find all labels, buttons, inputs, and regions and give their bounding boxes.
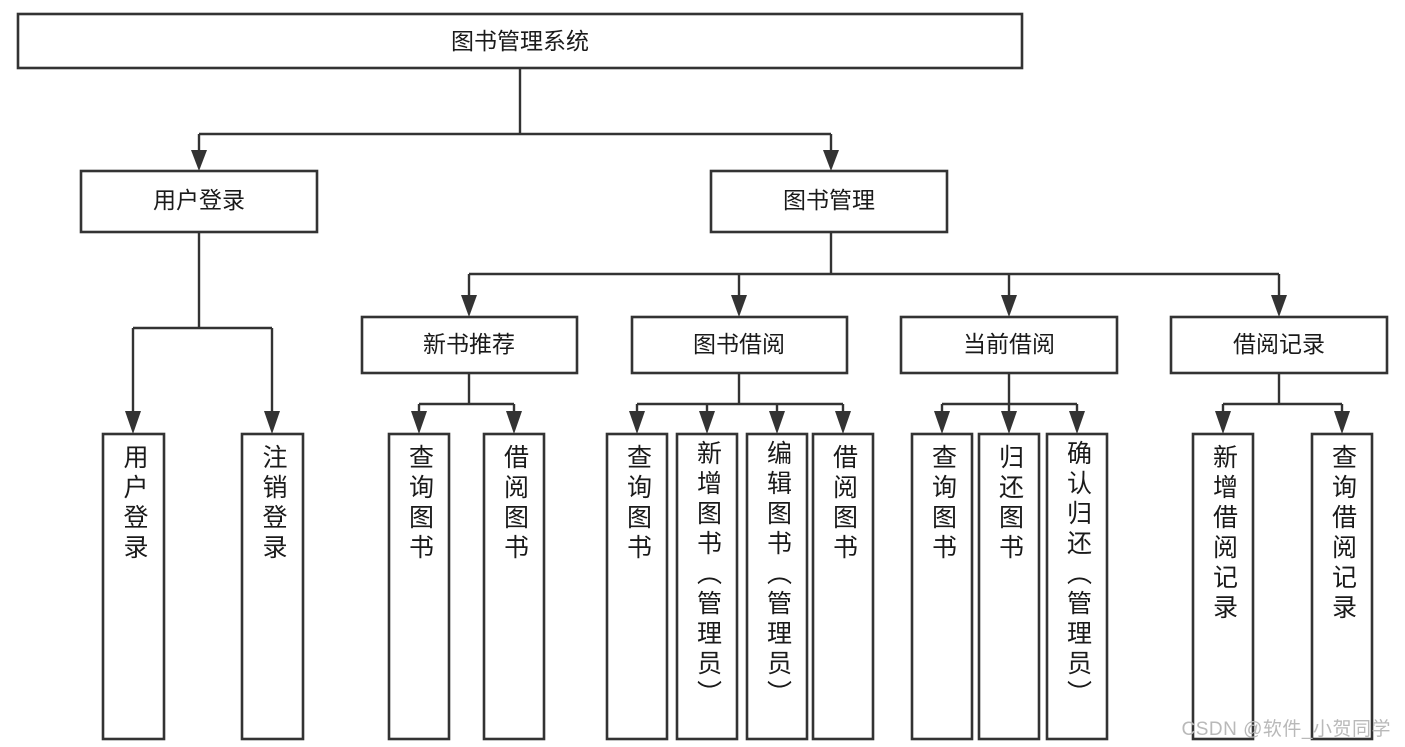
node-user-login-label: 用户登录 xyxy=(153,187,245,213)
node-new-book-recommend[interactable]: 新书推荐 xyxy=(360,315,579,375)
connector-bookmgmt-to-level2 xyxy=(461,232,1287,317)
node-book-borrow-label: 图书借阅 xyxy=(693,331,785,357)
leaf-box-logout[interactable] xyxy=(240,432,305,741)
connector-borrowrecord-to-leaves xyxy=(1215,373,1350,434)
node-current-borrow-label: 当前借阅 xyxy=(963,331,1055,357)
csdn-watermark: CSDN @软件_小贺同学 xyxy=(1181,719,1391,740)
node-book-borrow[interactable]: 图书借阅 xyxy=(630,315,849,375)
leaf-box-add-borrow-record[interactable] xyxy=(1191,432,1255,741)
leaf-box-query-book-recommend[interactable] xyxy=(387,432,451,741)
node-root-book-management-system[interactable]: 图书管理系统 xyxy=(16,12,1024,70)
node-borrow-record[interactable]: 借阅记录 xyxy=(1169,315,1389,375)
leaf-box-user-login[interactable] xyxy=(101,432,166,741)
connector-newbook-to-leaves xyxy=(411,373,522,434)
node-borrow-record-label: 借阅记录 xyxy=(1233,331,1325,357)
node-user-login[interactable]: 用户登录 xyxy=(79,169,319,234)
node-root-label: 图书管理系统 xyxy=(451,28,589,54)
leaf-box-add-book-admin[interactable] xyxy=(675,432,739,741)
leaf-box-query-borrow-record[interactable] xyxy=(1310,432,1374,741)
connector-bookborrow-to-leaves xyxy=(629,373,851,434)
leaf-box-return-book[interactable] xyxy=(977,432,1041,741)
node-new-book-recommend-label: 新书推荐 xyxy=(423,331,515,357)
node-book-management-label: 图书管理 xyxy=(783,187,875,213)
leaf-box-edit-book-admin[interactable] xyxy=(745,432,809,741)
connector-userlogin-to-leaves xyxy=(125,232,280,434)
leaf-box-borrow-book[interactable] xyxy=(811,432,875,741)
node-current-borrow[interactable]: 当前借阅 xyxy=(899,315,1119,375)
node-book-management[interactable]: 图书管理 xyxy=(709,169,949,234)
leaf-box-borrow-book-recommend[interactable] xyxy=(482,432,546,741)
leaf-box-query-book-current[interactable] xyxy=(910,432,974,741)
connector-root-to-level1 xyxy=(191,68,839,171)
leaf-box-confirm-return-admin[interactable] xyxy=(1045,432,1109,741)
leaf-box-query-book-borrow[interactable] xyxy=(605,432,669,741)
connector-currentborrow-to-leaves xyxy=(934,373,1085,434)
